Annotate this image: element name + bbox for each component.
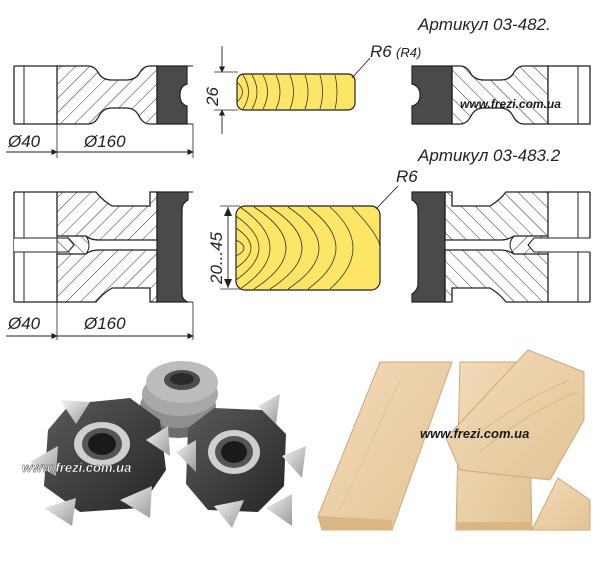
cutters-watermark: www.frezi.com.ua [22, 460, 131, 475]
top-height-dimension: 26 [203, 46, 238, 134]
cutter-set-photo: www.frezi.com.ua [22, 361, 306, 528]
top-wood-profile [236, 73, 356, 111]
diagram-bottom: Артикул 03-483.2 Ø40 Ø160 [6, 146, 591, 340]
top-radius-label: R6 [370, 42, 392, 61]
top-height-label: 26 [203, 87, 222, 107]
boards-photo: www.frezi.com.ua [317, 349, 591, 531]
bottom-height-dimension: 20...45 [207, 205, 240, 290]
top-article-label: Артикул 03-482. [417, 15, 551, 34]
bottom-article-label: Артикул 03-483.2 [417, 146, 561, 165]
boards-watermark: www.frezi.com.ua [420, 426, 529, 441]
top-left-cutter-section [13, 65, 193, 125]
top-radius-alt-label: (R4) [396, 45, 421, 60]
spacer-rings [140, 361, 218, 438]
right-cutter-head [176, 394, 306, 528]
top-diameter-label: Ø160 [83, 132, 126, 151]
bottom-diameter-label: Ø160 [83, 314, 126, 333]
bottom-radius-label: R6 [396, 167, 418, 186]
bottom-radius-leader [375, 185, 399, 210]
top-radius-leader [351, 57, 371, 79]
bottom-dimensions: Ø40 Ø160 [6, 302, 194, 340]
diagram-top: Ø40 Ø160 26 R6 (R4) Артикул 0 [6, 15, 591, 158]
bottom-bore-label: Ø40 [7, 314, 41, 333]
top-right-cutter-section [411, 65, 591, 125]
bottom-height-label: 20...45 [207, 231, 226, 285]
bottom-left-cutter-section [13, 191, 193, 303]
top-bore-label: Ø40 [7, 132, 41, 151]
left-cutter-head [30, 398, 170, 526]
bottom-right-cutter-section [411, 191, 591, 303]
bottom-wood-profile [235, 205, 381, 291]
top-dimensions: Ø40 Ø160 [6, 124, 194, 158]
top-watermark: www.frezi.com.ua [460, 97, 561, 111]
